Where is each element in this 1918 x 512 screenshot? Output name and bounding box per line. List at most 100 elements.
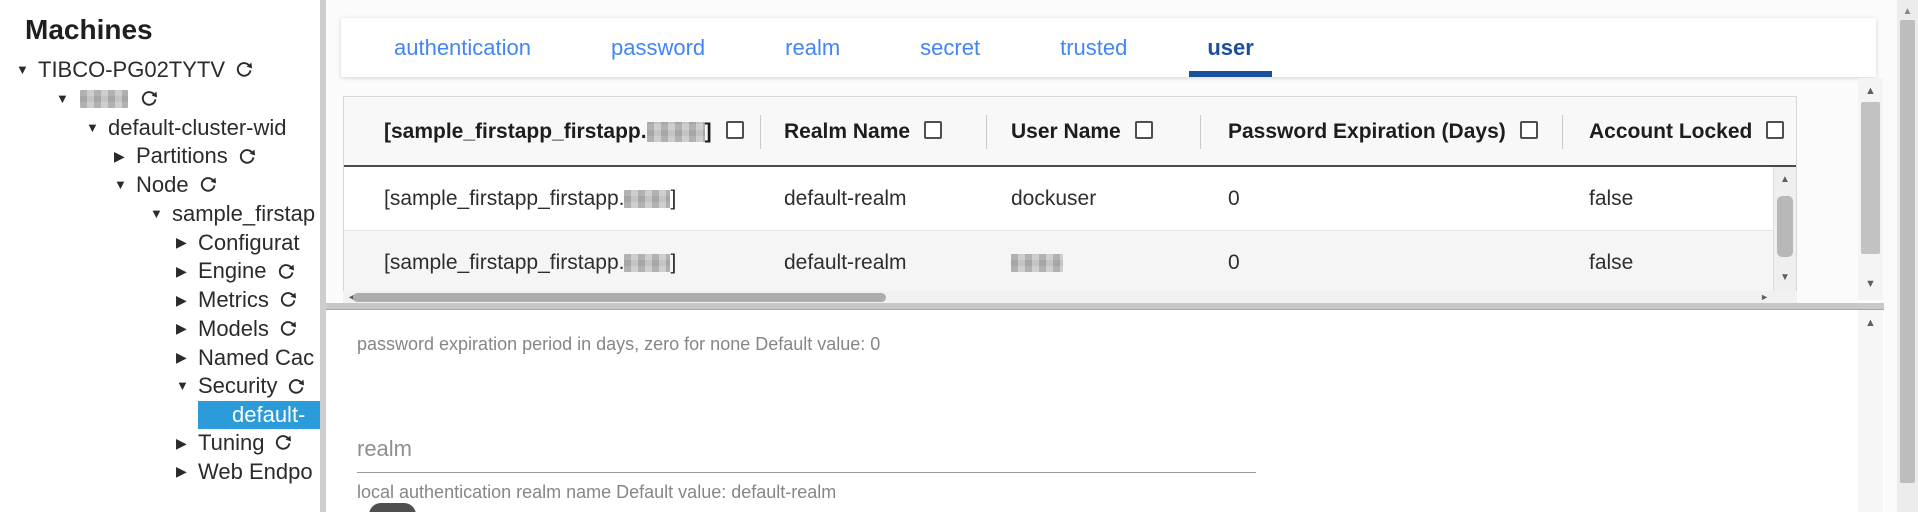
scroll-right-icon[interactable]: ► <box>1760 292 1769 302</box>
column-filter-icon[interactable] <box>1519 121 1538 139</box>
scrollbar-thumb[interactable] <box>353 292 886 302</box>
collapse-arrow-icon[interactable] <box>176 457 198 487</box>
table-vertical-scrollbar[interactable]: ▲ ▼ <box>1773 167 1796 291</box>
redacted-text <box>80 90 128 109</box>
panel-divider[interactable] <box>320 0 326 512</box>
detail-pane: password expiration period in days, zero… <box>326 310 1884 512</box>
refresh-icon[interactable] <box>237 147 257 167</box>
clipped-toggle-button[interactable] <box>369 503 416 512</box>
refresh-icon[interactable] <box>278 290 298 310</box>
collapse-arrow-icon[interactable] <box>176 343 198 373</box>
tree-item-configuration[interactable]: Configurat <box>0 229 320 258</box>
refresh-icon[interactable] <box>276 262 296 282</box>
table-horizontal-scrollbar[interactable]: ◄ ► <box>343 291 1797 303</box>
main-panel: authentication password realm secret tru… <box>326 0 1897 512</box>
scroll-left-icon[interactable]: ◄ <box>347 292 356 302</box>
expand-arrow-icon[interactable] <box>16 56 38 85</box>
tree-item-web-endpoints[interactable]: Web Endpo <box>0 458 320 487</box>
collapse-arrow-icon[interactable] <box>176 429 198 459</box>
scrollbar-thumb[interactable] <box>1777 196 1793 257</box>
cell-account-locked: false <box>1589 187 1634 210</box>
refresh-icon[interactable] <box>278 319 298 339</box>
refresh-icon[interactable] <box>273 433 293 453</box>
expand-arrow-icon[interactable] <box>176 372 198 401</box>
scroll-down-icon[interactable]: ▼ <box>1865 278 1876 290</box>
scroll-up-icon[interactable]: ▲ <box>1780 174 1790 185</box>
realm-field-label: realm <box>357 436 413 461</box>
tree-item-engine[interactable]: Engine <box>0 257 320 286</box>
tree-item-partitions[interactable]: Partitions <box>0 142 320 171</box>
machines-tree: TIBCO-PG02TYTV default-cluster-wid Parti… <box>0 56 320 487</box>
tab-password[interactable]: password <box>611 35 706 60</box>
refresh-icon[interactable] <box>198 175 218 195</box>
redacted-text <box>624 254 671 273</box>
scroll-up-icon[interactable]: ▲ <box>1865 85 1876 97</box>
collapse-arrow-icon[interactable] <box>176 257 198 287</box>
scroll-up-icon[interactable]: ▲ <box>1902 6 1913 17</box>
expand-arrow-icon[interactable] <box>150 200 172 229</box>
column-header-app[interactable]: [sample_firstapp_firstapp.] <box>344 97 760 165</box>
cell-account-locked: false <box>1589 251 1634 274</box>
tree-item-tuning[interactable]: Tuning <box>0 429 320 458</box>
password-expiration-help-text: password expiration period in days, zero… <box>357 334 881 354</box>
tree-item-named-caches[interactable]: Named Cac <box>0 344 320 373</box>
lower-pane-scrollbar[interactable]: ▲ <box>1858 310 1883 512</box>
tab-user[interactable]: user <box>1189 18 1273 77</box>
cell-password-expiration: 0 <box>1228 251 1240 274</box>
column-header-account-locked[interactable]: Account Locked <box>1562 97 1796 165</box>
table-header-row: [sample_firstapp_firstapp.] Realm Name U… <box>344 97 1796 167</box>
column-header-realm-name[interactable]: Realm Name <box>760 97 986 165</box>
tab-realm[interactable]: realm <box>785 35 841 60</box>
scrollbar-thumb[interactable] <box>1900 20 1915 483</box>
refresh-icon[interactable] <box>234 60 254 80</box>
tree-item-sample-firstapp[interactable]: sample_firstap <box>0 200 320 229</box>
table-row[interactable]: [sample_firstapp_firstapp.] default-real… <box>344 230 1796 291</box>
tree-item-default-cluster[interactable]: default-cluster-wid <box>0 114 320 143</box>
realm-field-underline <box>357 472 1256 473</box>
tab-authentication[interactable]: authentication <box>394 35 531 60</box>
redacted-text <box>646 122 705 143</box>
expand-arrow-icon[interactable] <box>114 171 136 200</box>
column-filter-icon[interactable] <box>1766 121 1785 139</box>
tab-secret[interactable]: secret <box>920 35 981 60</box>
column-header-user-name[interactable]: User Name <box>986 97 1200 165</box>
tree-item-redacted[interactable] <box>0 85 320 114</box>
cell-user <box>986 231 1200 291</box>
machines-tree-panel: Machines TIBCO-PG02TYTV default-cluster-… <box>0 0 320 512</box>
tree-item-metrics[interactable]: Metrics <box>0 286 320 315</box>
tree-item-tibco-pg02tytv[interactable]: TIBCO-PG02TYTV <box>0 56 320 85</box>
tree-item-models[interactable]: Models <box>0 315 320 344</box>
realm-help-text: local authentication realm name Default … <box>357 482 837 502</box>
expand-arrow-icon[interactable] <box>86 114 108 143</box>
redacted-text <box>1011 254 1063 273</box>
table-row[interactable]: [sample_firstapp_firstapp.] default-real… <box>344 167 1796 230</box>
refresh-icon[interactable] <box>139 89 159 109</box>
upper-pane-scrollbar[interactable]: ▲ ▼ <box>1858 78 1883 300</box>
users-table: [sample_firstapp_firstapp.] Realm Name U… <box>343 96 1797 292</box>
tree-item-default-realm-selected[interactable]: default- <box>198 401 320 429</box>
scroll-down-icon[interactable]: ▼ <box>1780 272 1790 283</box>
tree-item-node[interactable]: Node <box>0 171 320 200</box>
tab-trusted[interactable]: trusted <box>1060 35 1128 60</box>
cell-realm: default-realm <box>784 187 907 210</box>
collapse-arrow-icon[interactable] <box>176 314 198 344</box>
column-header-password-expiration[interactable]: Password Expiration (Days) <box>1200 97 1562 165</box>
redacted-text <box>624 190 671 209</box>
pane-splitter[interactable] <box>326 303 1884 310</box>
cell-user: dockuser <box>1011 187 1097 210</box>
cell-password-expiration: 0 <box>1228 187 1240 210</box>
page-scrollbar[interactable]: ▲ <box>1897 0 1918 512</box>
refresh-icon[interactable] <box>286 377 306 397</box>
scrollbar-thumb[interactable] <box>1861 102 1880 254</box>
column-filter-icon[interactable] <box>725 121 744 139</box>
cell-realm: default-realm <box>784 251 907 274</box>
column-filter-icon[interactable] <box>1134 121 1153 139</box>
column-filter-icon[interactable] <box>924 121 943 139</box>
tree-item-security[interactable]: Security <box>0 372 320 401</box>
collapse-arrow-icon[interactable] <box>176 286 198 316</box>
expand-arrow-icon[interactable] <box>56 85 78 114</box>
collapse-arrow-icon[interactable] <box>176 228 198 258</box>
collapse-arrow-icon[interactable] <box>114 142 136 172</box>
scroll-up-icon[interactable]: ▲ <box>1865 317 1876 329</box>
